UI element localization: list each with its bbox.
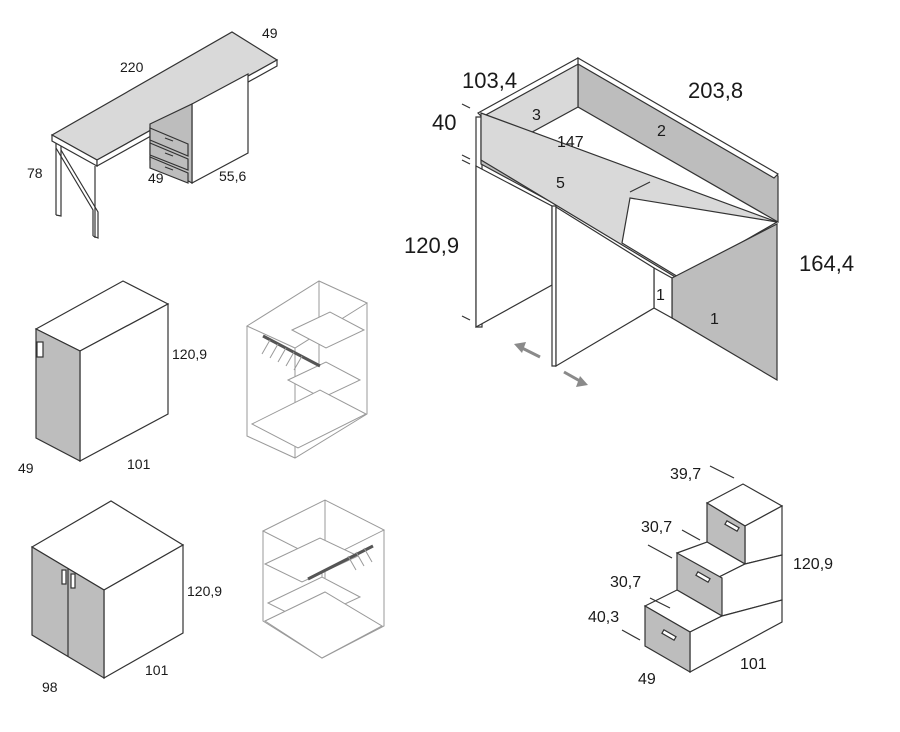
bed-lower-height-label: 120,9 (404, 233, 459, 258)
bed-panel-label-1a: 1 (656, 287, 665, 304)
cabinet1-height-label: 120,9 (172, 346, 207, 362)
bed-panel-label-2: 2 (657, 123, 666, 140)
cabinet1-depth-label: 49 (18, 460, 34, 476)
bed-shelf-height-label: 40 (432, 110, 456, 135)
cabinet2-interior-drawing (261, 499, 386, 659)
bed-depth-label: 103,4 (462, 68, 517, 93)
bed-total-height-label: 164,4 (799, 251, 854, 276)
desk-height-label: 78 (27, 165, 43, 181)
stairs-step-mid-label: 30,7 (641, 519, 672, 536)
stairs-width-label: 101 (740, 656, 767, 673)
desk-drawer-depth-label: 49 (148, 170, 164, 186)
desk-length-label: 220 (120, 59, 144, 75)
bed-panel-label-1b: 1 (710, 311, 719, 328)
stairs-step-base-label: 40,3 (588, 609, 619, 626)
cabinet-two-door-drawing (30, 500, 185, 680)
bed-panel-label-5: 5 (556, 175, 565, 192)
slide-arrow-right-icon (563, 370, 588, 387)
stairs-height-label: 120,9 (793, 556, 833, 573)
slide-arrow-left-icon (514, 342, 541, 359)
bed-inner-length-label: 147 (557, 134, 584, 151)
cabinet1-width-label: 101 (127, 456, 151, 472)
cabinet2-depth-label: 98 (42, 679, 58, 695)
stairs-depth-label: 49 (638, 671, 656, 688)
cabinet-one-door-drawing (34, 280, 170, 463)
loft-bed-drawing (461, 56, 779, 382)
desk-drawing (50, 31, 279, 239)
cabinet1-interior-drawing (245, 280, 369, 459)
stairs-step-top-label: 39,7 (670, 466, 701, 483)
stairs-step-low-label: 30,7 (610, 574, 641, 591)
cabinet2-height-label: 120,9 (187, 583, 222, 599)
stairs-drawing (621, 465, 784, 674)
cabinet2-width-label: 101 (145, 662, 169, 678)
desk-top-depth-label: 49 (262, 25, 278, 41)
bed-panel-label-3: 3 (532, 107, 541, 124)
desk-drawer-width-label: 55,6 (219, 168, 246, 184)
bed-length-label: 203,8 (688, 78, 743, 103)
